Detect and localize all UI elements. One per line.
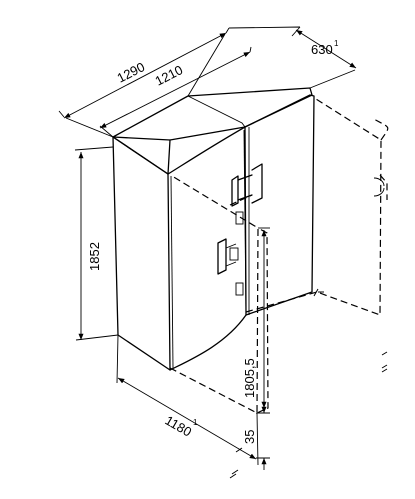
dim-door-open-depth-label: 1180 [163,413,195,440]
dim-depth-footnote: 1 [334,39,339,48]
dim-height: 1852 [74,146,119,341]
dim-door-height: 1805,5 [242,227,270,408]
dim-door-open-depth-footnote: 1 [193,418,198,427]
dim-depth-label: 630 [311,42,333,57]
dim-door-height-label: 1805,5 [242,358,257,398]
appliance-body [112,87,315,371]
dim-plinth-label: 35 [242,430,257,444]
dim-total-width-label: 1290 [115,59,148,85]
dim-body-width: 1210 [99,46,252,138]
dim-depth: 630 1 [228,26,357,89]
dim-plinth: 35 [242,405,270,470]
dim-door-open-depth: 1180 1 [116,334,259,466]
open-door-outline [169,98,389,414]
dim-height-label: 1852 [87,242,102,271]
dim-body-width-label: 1210 [153,62,186,88]
